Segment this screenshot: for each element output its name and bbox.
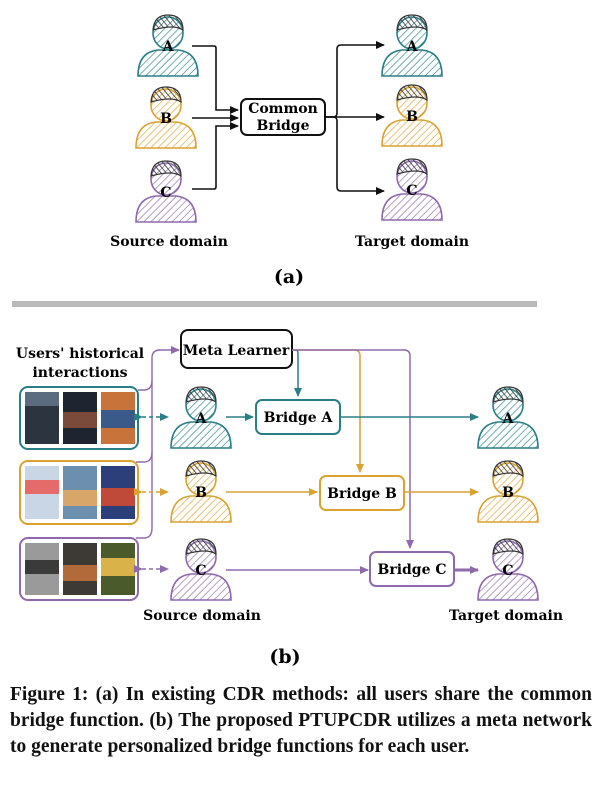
- b-target-user-a-letter: A: [502, 411, 515, 427]
- panel-a-source-domain-label: Source domain: [110, 234, 228, 250]
- diagram: A B C Common Bridge A B C Source domain …: [12, 14, 563, 668]
- history-label-line2: interactions: [32, 365, 127, 381]
- b-source-user-b-letter: B: [195, 485, 207, 501]
- bridge-a-label: Bridge A: [264, 410, 334, 426]
- panel-a: A B C Common Bridge A B C Source domain …: [110, 14, 469, 288]
- history-panel-c: [19, 537, 139, 601]
- meta-learner-box: [180, 329, 293, 369]
- meta-learner-label: Meta Learner: [183, 343, 290, 359]
- target-user-b-letter: B: [406, 109, 418, 125]
- source-user-c-letter: C: [160, 185, 171, 201]
- panel-b-label: (b): [269, 646, 300, 668]
- arrow-c-to-bridge: [192, 122, 239, 190]
- history-panel-b: [19, 460, 139, 525]
- target-user-c-letter: C: [406, 183, 417, 199]
- panel-b-target-domain-label: Target domain: [449, 608, 563, 624]
- arrow-bridge-to-target-c: [325, 116, 385, 195]
- panel-a-label: (a): [274, 266, 304, 288]
- bridge-b-box: [319, 475, 405, 511]
- panel-a-target-domain-label: Target domain: [355, 234, 469, 250]
- common-bridge-label-line2: Bridge: [256, 118, 309, 134]
- panel-b: Users' historical interactions Meta Lear…: [16, 329, 563, 668]
- history-c-to-meta-line: [136, 452, 153, 539]
- panel-separator: [12, 301, 537, 307]
- target-user-a-letter: A: [406, 39, 419, 55]
- history-label-line1: Users' historical: [16, 346, 144, 362]
- b-source-user-c-letter: C: [195, 563, 206, 579]
- meta-to-bridge-c-arrow: [292, 349, 414, 549]
- bridge-c-label: Bridge C: [377, 562, 446, 578]
- b-target-user-c-letter: C: [502, 563, 513, 579]
- b-target-user-b-letter: B: [502, 485, 514, 501]
- history-a-to-meta-line: [138, 346, 180, 391]
- arrow-bridge-to-target-a: [325, 41, 385, 118]
- source-user-a-letter: A: [162, 39, 175, 55]
- history-panel-a: [19, 386, 139, 450]
- common-bridge-label-line1: Common: [248, 101, 318, 117]
- b-source-user-a-letter: A: [195, 411, 208, 427]
- panel-b-source-domain-label: Source domain: [143, 608, 261, 624]
- figure-caption: Figure 1: (a) In existing CDR methods: a…: [10, 684, 592, 757]
- arrow-a-to-bridge: [192, 45, 239, 114]
- bridge-b-label: Bridge B: [327, 486, 397, 502]
- source-user-b-letter: B: [160, 111, 172, 127]
